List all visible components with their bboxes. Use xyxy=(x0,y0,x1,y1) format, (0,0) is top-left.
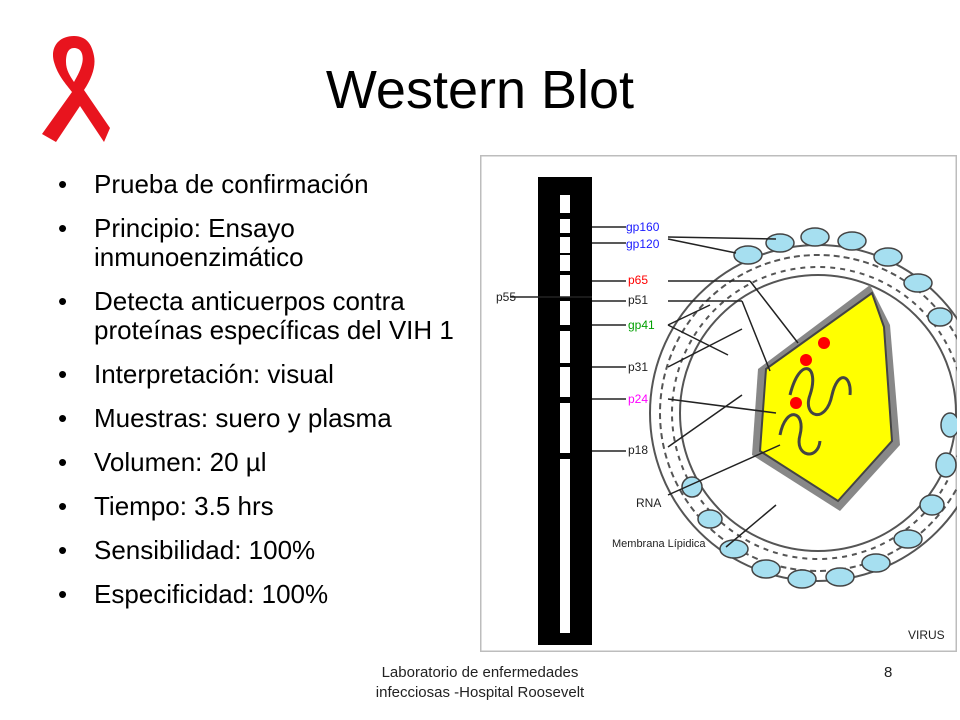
label-p51: p51 xyxy=(628,293,648,307)
label-gp120: gp120 xyxy=(626,237,660,251)
label-p18: p18 xyxy=(628,443,648,457)
footer-line: infecciosas -Hospital Roosevelt xyxy=(375,684,585,701)
hiv-virion xyxy=(649,227,957,589)
bullet-item: Tiempo: 3.5 hrs xyxy=(58,492,478,522)
label-virus: VIRUS xyxy=(908,628,945,642)
bullet-item: Sensibilidad: 100% xyxy=(58,536,478,566)
label-gp160: gp160 xyxy=(626,220,660,234)
label-p31: p31 xyxy=(628,360,648,374)
bullet-item: Volumen: 20 µl xyxy=(58,448,478,478)
label-p24: p24 xyxy=(628,392,648,406)
bullet-item: Principio: Ensayo inmunoenzimático xyxy=(58,214,478,272)
bullet-item: Especificidad: 100% xyxy=(58,580,478,610)
bullet-item: Muestras: suero y plasma xyxy=(58,404,478,434)
bullet-list: Prueba de confirmación Principio: Ensayo… xyxy=(58,170,478,624)
label-p55: p55 xyxy=(496,290,516,304)
slide-footer: Laboratorio de enfermedades infecciosas … xyxy=(320,663,640,703)
label-rna: RNA xyxy=(636,496,661,510)
label-gp41: gp41 xyxy=(628,318,655,332)
red-ribbon-icon xyxy=(42,36,110,142)
label-membrana-lipidica: Membrana Lípidica xyxy=(612,538,706,550)
page-number: 8 xyxy=(884,664,893,681)
western-blot-hiv-diagram: gp160 gp120 p65 p51 gp41 p31 p24 p18 RNA… xyxy=(480,155,957,652)
label-p65: p65 xyxy=(628,273,648,287)
blot-strip xyxy=(538,177,592,645)
slide-title: Western Blot xyxy=(325,60,635,120)
bullet-item: Prueba de confirmación xyxy=(58,170,478,200)
footer-line: Laboratorio de enfermedades xyxy=(381,664,579,681)
bullet-item: Interpretación: visual xyxy=(58,360,478,390)
bullet-item: Detecta anticuerpos contra proteínas esp… xyxy=(58,287,478,345)
leader-lines xyxy=(510,226,799,548)
